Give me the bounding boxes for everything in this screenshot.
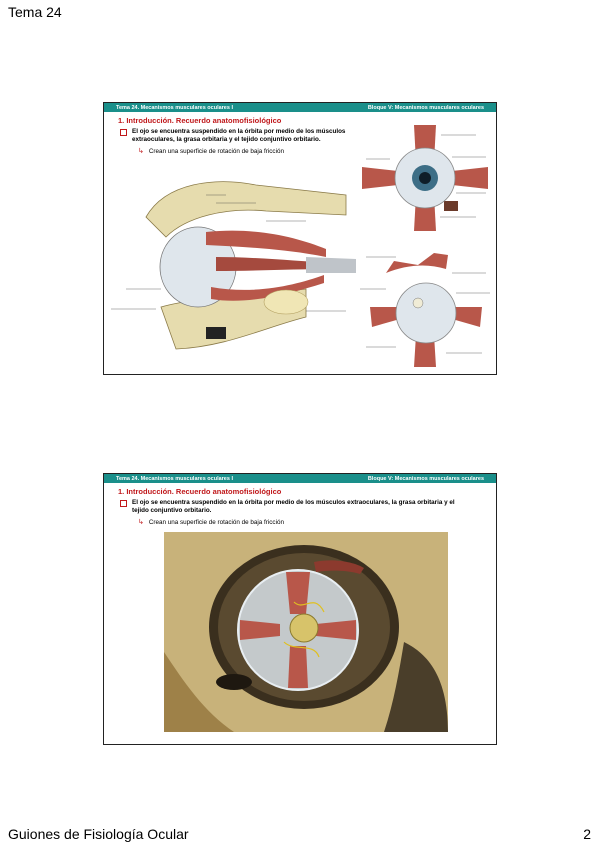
page-header: Tema 24 [8,4,62,20]
arrow-bullet-icon: ↳ [138,148,144,155]
sub-bullet-item: ↳ Crean una superficie de rotación de ba… [138,147,496,156]
slide-block: Bloque V: Mecanismos musculares oculares [367,475,484,482]
sub-bullet-item: ↳ Crean una superficie de rotación de ba… [138,518,496,527]
slide-topic: Tema 24. Mecanismos musculares oculares … [116,104,233,111]
page-number: 2 [583,826,591,842]
eye-muscles-posterior-illustration [356,243,494,371]
slide-title: 1. Introducción. Recuerdo anatomofisioló… [118,487,282,496]
page-footer-title: Guiones de Fisiología Ocular [8,826,189,842]
arrow-bullet-icon: ↳ [138,519,144,526]
slide-block: Bloque V: Mecanismos musculares oculares [367,104,484,111]
bullet-item: El ojo se encuentra suspendido en la órb… [118,499,468,515]
slide-title: 1. Introducción. Recuerdo anatomofisioló… [118,116,282,125]
orbit-lateral-illustration [106,177,358,355]
orbit-skull-illustration [164,532,448,732]
square-bullet-icon [120,129,127,136]
sub-bullet-text: Crean una superficie de rotación de baja… [148,518,284,526]
bullet-item: El ojo se encuentra suspendido en la órb… [118,128,353,144]
slide-2: Tema 24. Mecanismos musculares oculares … [103,473,497,745]
eye-muscles-anterior-illustration [356,117,494,239]
slide-header-bar: Tema 24. Mecanismos musculares oculares … [104,103,496,112]
square-bullet-icon [120,500,127,507]
slide-topic: Tema 24. Mecanismos musculares oculares … [116,475,233,482]
sub-bullet-text: Crean una superficie de rotación de baja… [148,147,284,155]
bullet-text: El ojo se encuentra suspendido en la órb… [132,128,346,143]
slide-header-bar: Tema 24. Mecanismos musculares oculares … [104,474,496,483]
slide-1: Tema 24. Mecanismos musculares oculares … [103,102,497,375]
bullet-text: El ojo se encuentra suspendido en la órb… [132,499,455,514]
